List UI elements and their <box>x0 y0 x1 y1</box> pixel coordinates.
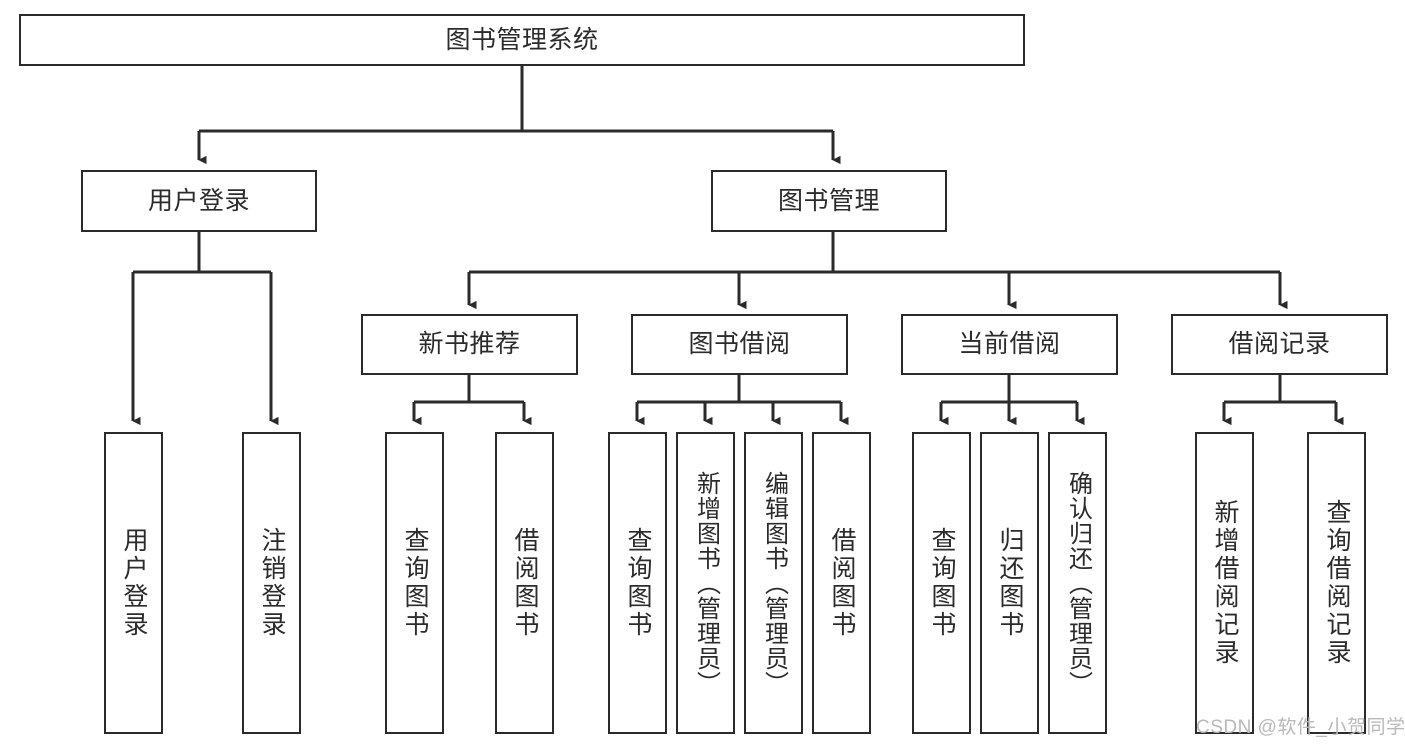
node-leaf-borrow-book-2[interactable]: 借阅图书 <box>812 432 871 734</box>
node-leaf-query-book-3[interactable]: 查询图书 <box>912 432 971 734</box>
node-label: 当前借阅 <box>958 330 1061 358</box>
node-label: 注销登录 <box>258 527 286 639</box>
node-leaf-query-book-2[interactable]: 查询图书 <box>608 432 667 734</box>
node-label: 借阅图书 <box>511 527 539 639</box>
node-current-borrowing[interactable]: 当前借阅 <box>901 314 1118 375</box>
node-leaf-confirm-return-admin[interactable]: 确认归还（管理员） <box>1048 432 1107 734</box>
node-leaf-query-borrow-record[interactable]: 查询借阅记录 <box>1307 432 1366 734</box>
node-label: 图书管理系统 <box>445 25 599 54</box>
node-leaf-user-login[interactable]: 用户登录 <box>104 432 163 734</box>
node-book-management[interactable]: 图书管理 <box>711 170 947 232</box>
node-new-book-recommendation[interactable]: 新书推荐 <box>361 314 578 375</box>
node-label: 编辑图书（管理员） <box>760 470 788 696</box>
node-label: 归还图书 <box>996 527 1024 639</box>
node-leaf-borrow-book-1[interactable]: 借阅图书 <box>495 432 554 734</box>
csdn-watermark: CSDN @软件_小贺同学 <box>1196 717 1405 738</box>
node-root-book-management-system[interactable]: 图书管理系统 <box>19 14 1025 66</box>
node-leaf-logout[interactable]: 注销登录 <box>242 432 301 734</box>
node-label: 借阅记录 <box>1228 330 1331 358</box>
node-leaf-query-book-1[interactable]: 查询图书 <box>385 432 444 734</box>
node-label: 新增借阅记录 <box>1211 499 1239 667</box>
node-label: 图书借阅 <box>688 330 791 358</box>
node-label: 查询图书 <box>928 527 956 639</box>
node-label: 查询图书 <box>401 527 429 639</box>
node-borrowing-record[interactable]: 借阅记录 <box>1171 314 1388 375</box>
node-label: 新增图书（管理员） <box>692 470 720 696</box>
node-label: 查询借阅记录 <box>1323 499 1351 667</box>
node-label: 新书推荐 <box>418 330 521 358</box>
node-leaf-return-book[interactable]: 归还图书 <box>980 432 1039 734</box>
node-label: 确认归还（管理员） <box>1064 470 1092 696</box>
node-label: 用户登录 <box>147 186 250 215</box>
node-book-borrowing[interactable]: 图书借阅 <box>631 314 848 375</box>
node-label: 用户登录 <box>120 527 148 639</box>
node-leaf-add-borrow-record[interactable]: 新增借阅记录 <box>1195 432 1254 734</box>
node-user-login[interactable]: 用户登录 <box>81 170 317 232</box>
node-leaf-edit-book-admin[interactable]: 编辑图书（管理员） <box>744 432 803 734</box>
node-label: 借阅图书 <box>828 527 856 639</box>
node-leaf-add-book-admin[interactable]: 新增图书（管理员） <box>676 432 735 734</box>
node-label: 查询图书 <box>624 527 652 639</box>
node-label: 图书管理 <box>777 186 880 215</box>
